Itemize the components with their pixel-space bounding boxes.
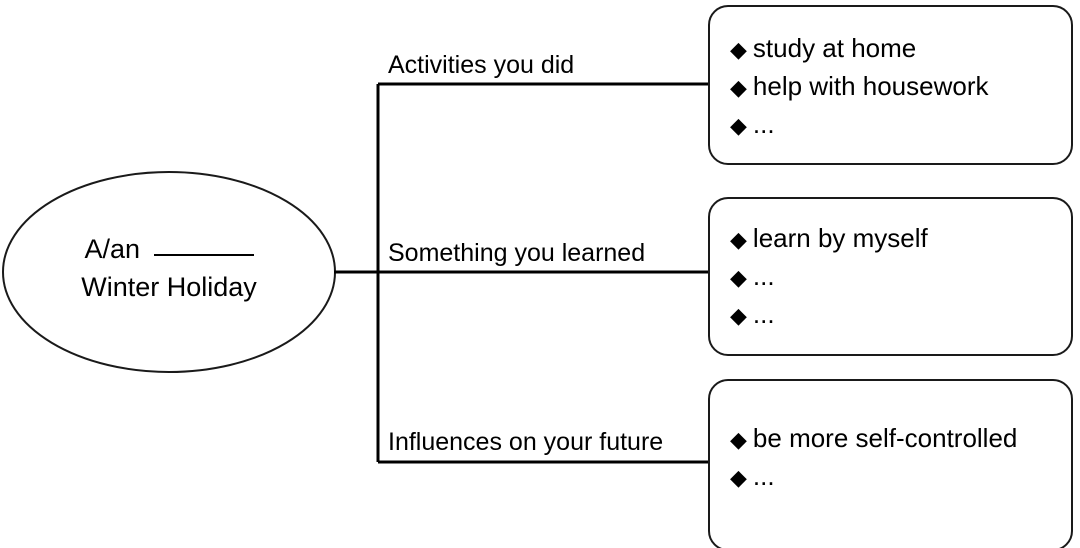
list-item-label: ... (752, 461, 775, 491)
diamond-bullet-icon: ◆ (730, 75, 747, 100)
diamond-bullet-icon: ◆ (730, 37, 747, 62)
list-item: ◆ help with housework (730, 73, 1061, 111)
list-item-label: be more self-controlled (752, 423, 1018, 453)
diamond-bullet-icon: ◆ (730, 113, 747, 138)
list-item-label: study at home (752, 33, 917, 63)
diamond-bullet-icon: ◆ (730, 303, 747, 328)
list-item-label: learn by myself (752, 223, 928, 253)
bullet-list: ◆ study at home ◆ help with housework ◆ … (730, 35, 1061, 149)
list-item: ◆ ... (730, 301, 1061, 339)
list-item-label: ... (752, 261, 775, 291)
list-item: ◆ ... (730, 463, 1061, 501)
branch-label-learned: Something you learned (388, 239, 646, 267)
list-item: ◆ study at home (730, 35, 1061, 73)
list-item-label: ... (752, 109, 775, 139)
list-item: ◆ ... (730, 263, 1061, 301)
list-item-label: ... (752, 299, 775, 329)
diamond-bullet-icon: ◆ (730, 465, 747, 490)
list-item: ◆ be more self-controlled (730, 425, 1061, 463)
bullet-list: ◆ learn by myself ◆ ... ◆ ... (730, 225, 1061, 339)
root-node-blank (153, 254, 254, 256)
list-item: ◆ ... (730, 111, 1061, 149)
list-item: ◆ learn by myself (730, 225, 1061, 263)
root-node-prefix: A/an (84, 234, 141, 264)
branch-label-influences: Influences on your future (388, 428, 664, 456)
note-box-activities: ◆ study at home ◆ help with housework ◆ … (708, 5, 1073, 165)
bullet-list: ◆ be more self-controlled ◆ ... (730, 425, 1061, 501)
root-node-line-2: Winter Holiday (81, 272, 257, 302)
diamond-bullet-icon: ◆ (730, 227, 747, 252)
root-node-text: A/an Winter Holiday (3, 230, 335, 306)
diamond-bullet-icon: ◆ (730, 427, 747, 452)
note-box-learned: ◆ learn by myself ◆ ... ◆ ... (708, 197, 1073, 356)
root-node-line-1: A/an (3, 230, 335, 268)
list-item-label: help with housework (752, 71, 989, 101)
diamond-bullet-icon: ◆ (730, 265, 747, 290)
note-box-influences: ◆ be more self-controlled ◆ ... (708, 379, 1073, 548)
branch-label-activities: Activities you did (388, 51, 575, 79)
